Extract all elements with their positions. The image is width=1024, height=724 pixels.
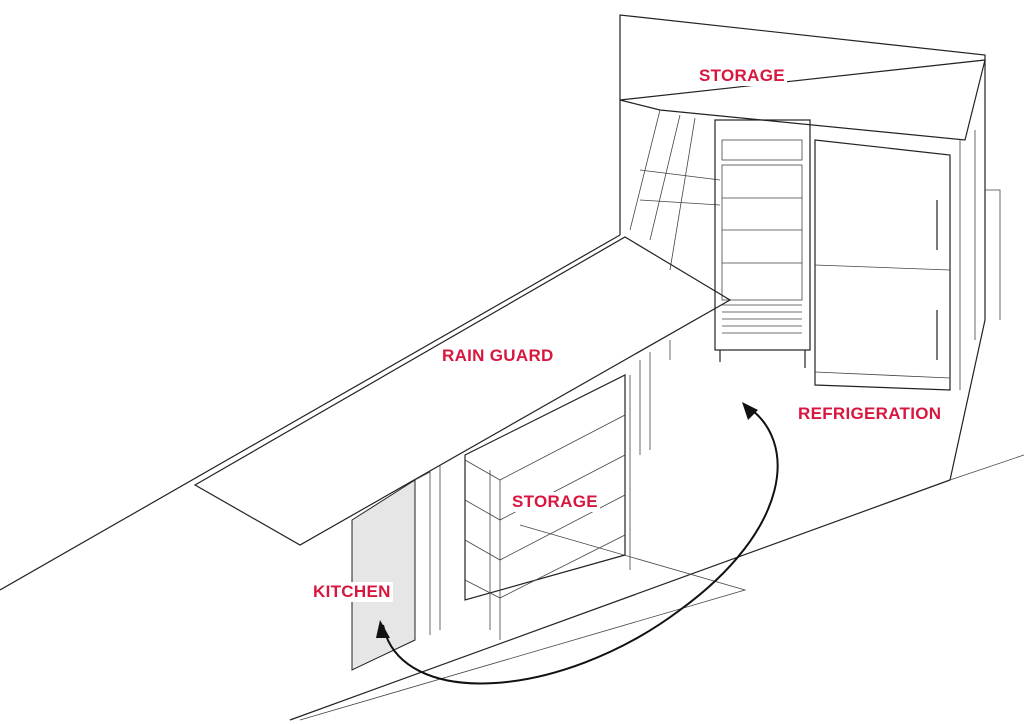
- kitchen-wall: [414, 465, 441, 635]
- upper-storage-roof: [619, 59, 986, 141]
- rain-guard: [193, 236, 732, 546]
- stair-railing: [629, 109, 721, 271]
- arrow-head-refrigeration: [742, 402, 758, 420]
- circulation-arrow: [382, 404, 779, 685]
- kitchen-panel: [351, 479, 416, 671]
- storage-shelving: [464, 374, 626, 640]
- double-refrigerator: [814, 139, 951, 391]
- label-refrigeration: REFRIGERATION: [796, 404, 944, 424]
- floor-line: [299, 454, 1024, 721]
- ground-outline: [0, 14, 986, 721]
- label-kitchen: KITCHEN: [311, 582, 393, 602]
- label-storage-shelves: STORAGE: [510, 492, 600, 512]
- label-storage-upper: STORAGE: [697, 66, 787, 86]
- rain-guard-posts: [629, 340, 671, 570]
- label-rain-guard: RAIN GUARD: [440, 346, 556, 366]
- arrow-head-kitchen: [376, 620, 390, 638]
- back-frame: [959, 130, 1001, 390]
- drinks-refrigerator: [714, 119, 811, 368]
